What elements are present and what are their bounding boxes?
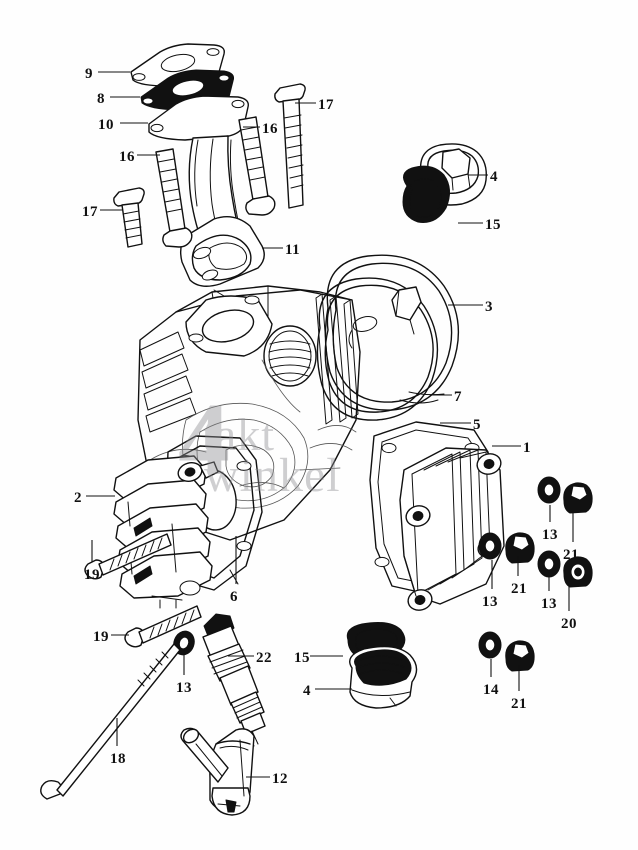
part-12-rocker-arm-assembly (180, 727, 255, 816)
part-18-push-rod (40, 643, 181, 800)
part-13-washer-c (537, 550, 561, 578)
part-20-nut (563, 556, 593, 588)
part-21-cap-nut-b (505, 532, 535, 564)
callout-c4b: 4 (303, 683, 311, 699)
part-13-washer-a (537, 476, 561, 504)
callout-c13c: 13 (541, 596, 557, 612)
callout-c12: 12 (272, 771, 288, 787)
callout-c8: 8 (97, 91, 105, 107)
part-3-valve-cover-ring (316, 254, 460, 421)
part-17-bolt-lower-left (113, 187, 145, 248)
callout-c7: 7 (454, 389, 462, 405)
callout-c3: 3 (485, 299, 493, 315)
callout-c2: 2 (74, 490, 82, 506)
callout-c13a: 13 (542, 527, 558, 543)
part-4-oil-filler-cap-bottom (349, 645, 418, 709)
part-15-o-ring-top (402, 165, 450, 223)
callout-c22: 22 (256, 650, 272, 666)
callout-c18: 18 (110, 751, 126, 767)
callout-c13d: 13 (176, 680, 192, 696)
callout-c9: 9 (85, 66, 93, 82)
callout-leader-lines (86, 71, 574, 778)
part-22-spark-plug (202, 613, 266, 747)
part-19-bolt-upper (84, 533, 172, 580)
callout-c17a: 17 (318, 97, 334, 113)
part-21-cap-nut-a (563, 482, 593, 514)
callout-c21c: 21 (511, 696, 527, 712)
part-14-washer (478, 631, 502, 659)
callout-c1: 1 (523, 440, 531, 456)
part-17-bolt-upper-right (274, 83, 306, 209)
part-2-cylinder-fin-block (113, 455, 219, 609)
callout-c15b: 15 (294, 650, 310, 666)
part-1-cylinder-head-cover (399, 447, 505, 611)
part-16-stud-right (238, 116, 276, 216)
callout-c13b: 13 (482, 594, 498, 610)
callout-c6: 6 (230, 589, 238, 605)
callout-c16b: 16 (119, 149, 135, 165)
part-13-washer-b (478, 532, 502, 560)
callout-c15a: 15 (485, 217, 501, 233)
callout-c17b: 17 (82, 204, 98, 220)
callout-c16a: 16 (262, 121, 278, 137)
callout-c11: 11 (285, 242, 301, 258)
part-21-cap-nut-c (505, 640, 535, 672)
callout-c19b: 19 (93, 629, 109, 645)
part-11-manifold-flange (179, 216, 265, 297)
callout-c14: 14 (483, 682, 499, 698)
callout-c21b: 21 (511, 581, 527, 597)
callout-c20: 20 (561, 616, 577, 632)
callout-c5: 5 (473, 417, 481, 433)
callout-c4a: 4 (490, 169, 498, 185)
callout-c21a: 21 (563, 547, 579, 563)
part-19-bolt-lower (124, 605, 202, 648)
part-16-stud-left (155, 148, 193, 248)
callout-c10: 10 (98, 117, 114, 133)
callout-c19a: 19 (84, 567, 100, 583)
